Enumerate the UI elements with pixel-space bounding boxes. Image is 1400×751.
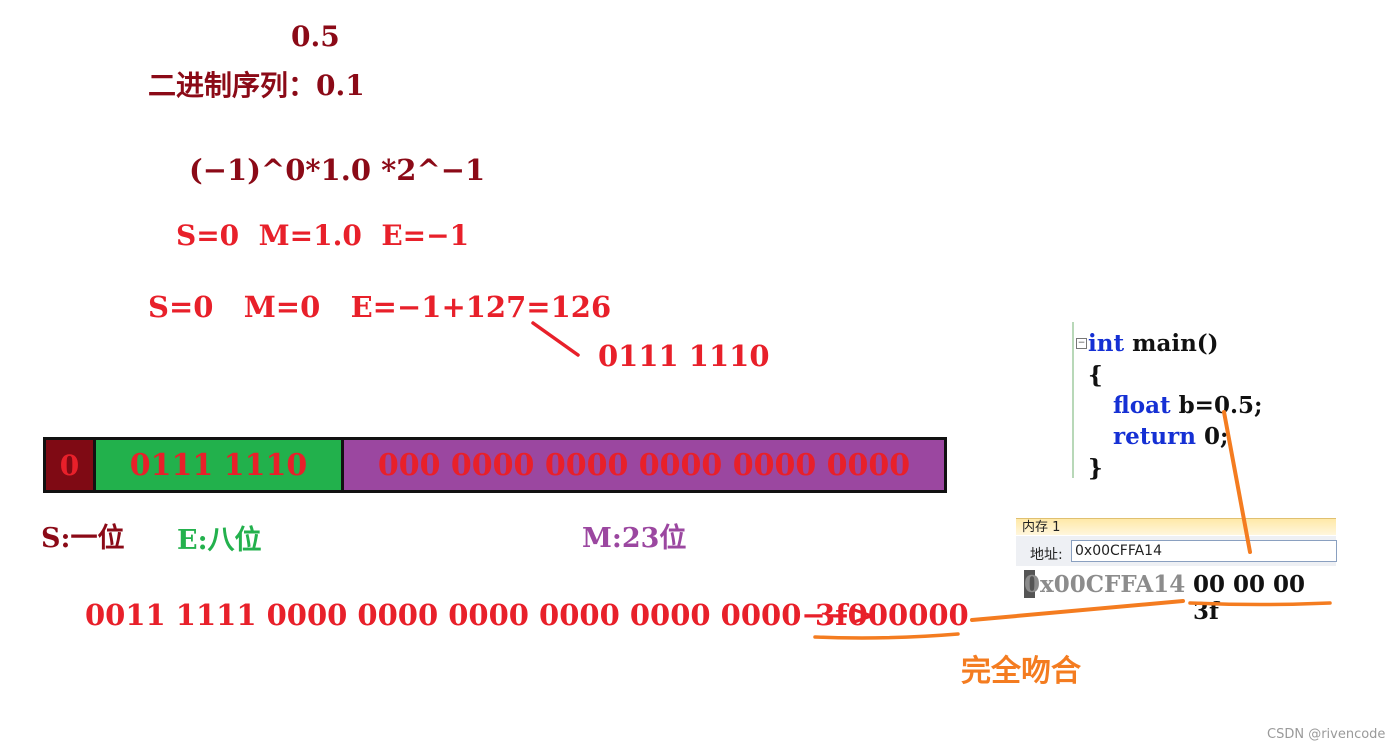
code-line-open-brace: { bbox=[1088, 362, 1103, 389]
memory-window: 内存 1 地址: 0x00CFFA14 0x00CFFA14 00 00 00 … bbox=[1016, 518, 1337, 625]
memory-scroll-handle[interactable] bbox=[1024, 570, 1035, 598]
keyword-return: return bbox=[1113, 423, 1196, 450]
keyword-int: int bbox=[1088, 330, 1125, 357]
code-line-main: int main() bbox=[1088, 332, 1219, 355]
keyword-float: float bbox=[1113, 392, 1171, 419]
result-hex-underline bbox=[813, 632, 960, 640]
exponent-bits-label: 0111 1110 bbox=[598, 339, 770, 373]
match-label: 完全吻合 bbox=[961, 654, 1081, 689]
code-line-return: return 0; bbox=[1113, 425, 1228, 448]
mantissa-bits-segment: 000 0000 0000 0000 0000 0000 bbox=[344, 440, 944, 490]
code-line-close-brace: } bbox=[1088, 455, 1103, 482]
formula-label: (−1)^0*1.0 *2^−1 bbox=[189, 153, 486, 187]
address-input[interactable]: 0x00CFFA14 bbox=[1071, 540, 1337, 562]
result-binary-label: 0011 1111 0000 0000 0000 0000 0000 0000−… bbox=[85, 598, 875, 632]
address-label: 地址: bbox=[1030, 547, 1063, 563]
sign-bit-segment: 0 bbox=[46, 440, 96, 490]
code-line-float: float b=0.5; bbox=[1113, 394, 1262, 417]
exponent-width-label: E:八位 bbox=[177, 525, 262, 556]
float-declaration: b=0.5; bbox=[1170, 392, 1263, 419]
sme-second-label: S=0 M=0 E=−1+127=126 bbox=[148, 290, 612, 324]
return-value: 0; bbox=[1195, 423, 1229, 450]
result-hex-label: 3f000000 bbox=[815, 598, 969, 632]
sign-width-label: S:一位 bbox=[41, 523, 125, 554]
memory-row-address: 0x00CFFA14 bbox=[1024, 571, 1186, 598]
code-snippet: − int main() { float b=0.5; return 0; } bbox=[1068, 322, 1268, 480]
collapse-icon[interactable]: − bbox=[1076, 338, 1087, 349]
float-bit-layout-bar: 0 0111 1110 000 0000 0000 0000 0000 0000 bbox=[43, 437, 947, 493]
memory-window-title[interactable]: 内存 1 bbox=[1016, 518, 1336, 535]
exponent-pointer-line bbox=[531, 321, 580, 357]
binary-sequence-label: 二进制序列：0.1 bbox=[148, 69, 365, 102]
watermark: CSDN @rivencode bbox=[1267, 727, 1386, 742]
main-signature: main() bbox=[1124, 330, 1219, 357]
sme-first-label: S=0 M=1.0 E=−1 bbox=[176, 219, 470, 252]
memory-row-bytes: 00 00 00 3f bbox=[1193, 571, 1306, 625]
mantissa-width-label: M:23位 bbox=[582, 523, 687, 554]
exponent-bits-segment: 0111 1110 bbox=[96, 440, 344, 490]
code-gutter bbox=[1072, 322, 1074, 478]
value-label: 0.5 bbox=[291, 20, 340, 53]
